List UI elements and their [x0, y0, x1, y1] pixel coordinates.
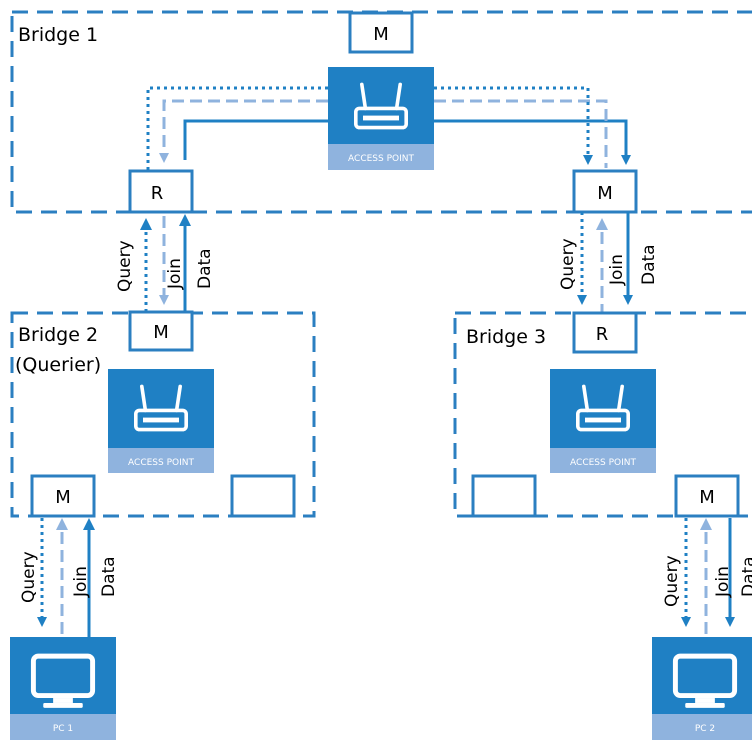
query-line-right — [434, 86, 593, 165]
access-point-2: ACCESS POINT — [108, 369, 214, 473]
query-link-b1-b2-arrow-up — [140, 218, 152, 230]
pc-2-caption: PC 2 — [695, 724, 715, 734]
join-label-b1-b3: Join — [607, 254, 627, 286]
data-label-b1-b3: Data — [639, 244, 659, 285]
pc-1: PC 1 — [10, 637, 116, 740]
bridge-2-querier-label: (Querier) — [15, 354, 101, 376]
bridge-3-port-top — [572, 311, 638, 354]
data-label-b1-b2: Data — [195, 248, 215, 289]
join-label-b2-pc1: Join — [71, 566, 91, 598]
data-link-b1-b2-arrow-up — [179, 214, 191, 226]
join-line-left-to-ap — [159, 99, 328, 163]
bridge-2-port-top — [128, 310, 194, 352]
pc-1-caption: PC 1 — [53, 724, 73, 734]
access-point-1: ACCESS POINT — [328, 67, 434, 170]
bridge-3-port-left — [471, 474, 537, 518]
bridge-3-port-bottom — [674, 474, 740, 518]
bridge-3-port-top-label: R — [596, 324, 609, 345]
query-label-b1-b3: Query — [558, 238, 578, 290]
access-point-3: ACCESS POINT — [550, 369, 656, 473]
query-label-b1-b2: Query — [115, 240, 135, 292]
bridge-1-port-left-label: R — [151, 183, 164, 204]
bridge-2-port-right — [230, 474, 296, 518]
bridge-2-label: Bridge 2 — [18, 324, 98, 346]
bridge-1-port-right — [572, 169, 638, 214]
bridge-1-port-top — [348, 11, 414, 54]
join-link-b3-to-b1-arrow-up — [596, 218, 608, 230]
data-link-pc1-b2-arrow-up — [83, 518, 95, 530]
bridge-1-label: Bridge 1 — [18, 24, 98, 46]
bridge-1-port-top-label: M — [373, 24, 389, 45]
join-line-right-to-ap — [434, 99, 608, 168]
bridge-3-label: Bridge 3 — [466, 326, 546, 348]
data-line-ap-to-right — [434, 119, 631, 165]
join-label-b3-pc2: Join — [713, 566, 733, 598]
bridge-1-port-left — [128, 169, 194, 214]
data-label-b3-pc2: Data — [739, 556, 752, 597]
data-line-ap-to-left — [183, 119, 328, 160]
bridge-3-port-bottom-label: M — [699, 487, 715, 508]
join-link-pc2-b3-arrow-up — [700, 518, 712, 530]
query-label-b2-pc1: Query — [19, 551, 39, 603]
join-label-b1-b2: Join — [165, 258, 185, 290]
access-point-2-caption: ACCESS POINT — [128, 458, 194, 468]
access-point-3-caption: ACCESS POINT — [570, 458, 636, 468]
bridge-1-port-right-label: M — [597, 183, 613, 204]
bridge-2-port-bottom — [30, 474, 96, 518]
data-label-b2-pc1: Data — [99, 556, 119, 597]
bridge-2-port-bottom-label: M — [55, 487, 71, 508]
access-point-1-caption: ACCESS POINT — [348, 154, 414, 164]
bridge-2-port-top-label: M — [153, 322, 169, 343]
join-link-pc1-b2-arrow-up — [56, 518, 68, 530]
pc-2: PC 2 — [652, 637, 752, 740]
query-label-b3-pc2: Query — [662, 555, 682, 607]
